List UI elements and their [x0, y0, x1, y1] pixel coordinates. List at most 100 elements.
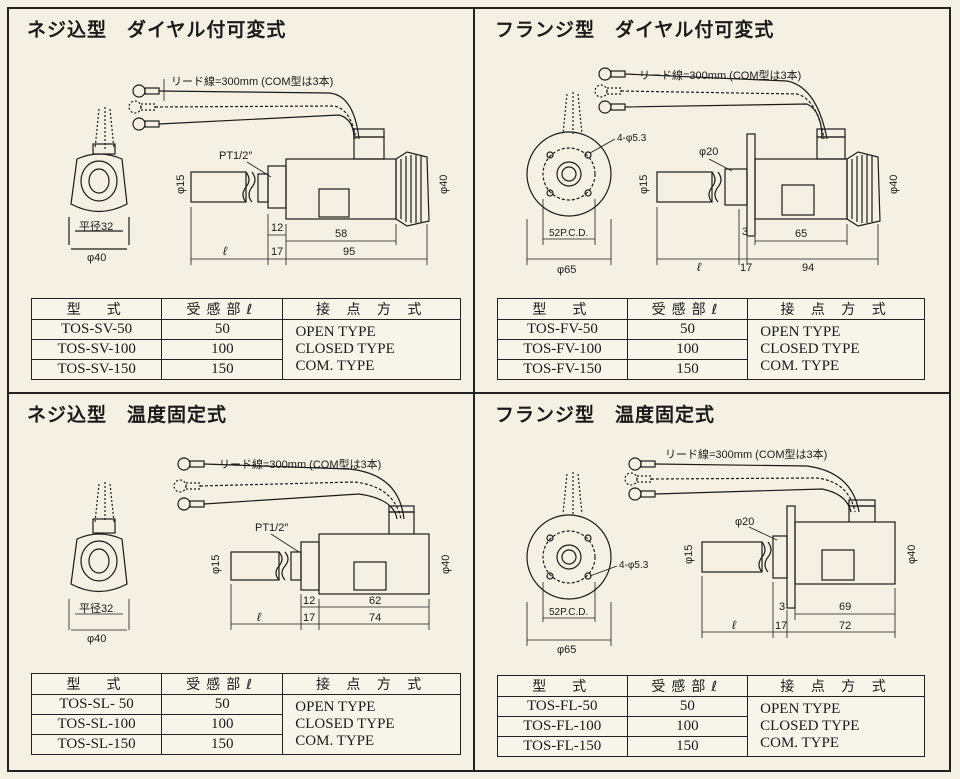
contact-closed: CLOSED TYPE — [760, 341, 860, 357]
model-cell: TOS-FL-50 — [497, 696, 628, 717]
model-cell: TOS-SV-50 — [30, 319, 163, 340]
dim-3: 3 — [742, 226, 748, 238]
dimension-lines — [701, 576, 896, 638]
contact-com: COM. TYPE — [760, 358, 840, 374]
length-cell: 150 — [626, 359, 749, 380]
dia15-label: φ15 — [175, 175, 187, 194]
panel-screw-fixed: ネジ込型 温度固定式 リード線=300mm (COM型は3本) 平径32 φ40 — [9, 394, 479, 779]
dimension-lines — [230, 584, 430, 630]
pcd-label: 52P.C.D. — [549, 228, 588, 239]
length-cell: 100 — [161, 339, 284, 360]
contact-open: OPEN TYPE — [760, 701, 841, 717]
dim-17: 17 — [775, 620, 787, 632]
dia20-label: φ20 — [699, 146, 718, 158]
dim-12: 12 — [271, 222, 283, 234]
contact-types: OPEN TYPE CLOSED TYPE COM. TYPE — [282, 694, 461, 755]
dim-65: 65 — [795, 228, 807, 240]
dia40b-label: φ40 — [87, 633, 106, 645]
dim-58: 58 — [335, 228, 347, 240]
dia65-label: φ65 — [557, 644, 576, 656]
contact-com: COM. TYPE — [295, 358, 375, 374]
length-cell: 50 — [626, 696, 749, 717]
dim-17: 17 — [303, 612, 315, 624]
contact-types: OPEN TYPE CLOSED TYPE COM. TYPE — [747, 319, 925, 380]
dia15-label: φ15 — [638, 175, 650, 194]
header-contact: 接 点 方 式 — [282, 673, 461, 695]
dia40-label: φ40 — [438, 175, 450, 194]
model-cell: TOS-FV-150 — [497, 359, 628, 380]
holes-label: 4-φ5.3 — [619, 560, 649, 571]
length-cell: 100 — [626, 716, 749, 737]
header-length: 受感部ℓ — [626, 298, 749, 320]
contact-open: OPEN TYPE — [295, 699, 376, 715]
dim-72: 72 — [839, 620, 851, 632]
lead-wires — [624, 457, 860, 513]
sensor-body — [190, 128, 430, 227]
drawing-screw-dial: リード線=300mm (COM型は3本) 平径32 φ40 PT1/ — [68, 74, 450, 265]
dia20-label: φ20 — [735, 516, 754, 528]
contact-closed: CLOSED TYPE — [760, 718, 860, 734]
length-cell: 150 — [626, 736, 749, 757]
across-flats-label: 平径32 — [79, 602, 113, 615]
dim-12: 12 — [303, 595, 315, 607]
dim-l: ℓ — [732, 618, 737, 632]
dim-69: 69 — [839, 601, 851, 613]
dim-74: 74 — [369, 612, 381, 624]
dim-l: ℓ — [697, 260, 702, 274]
model-cell: TOS-FL-150 — [497, 736, 628, 757]
holes-label: 4-φ5.3 — [617, 133, 647, 144]
sensor-body — [230, 505, 430, 595]
across-flats-label: 平径32 — [79, 220, 113, 233]
outer-frame — [7, 7, 951, 772]
dim-17: 17 — [271, 246, 283, 258]
header-contact: 接 点 方 式 — [282, 298, 461, 320]
model-cell: TOS-SL-150 — [30, 734, 163, 755]
length-cell: 50 — [161, 319, 284, 340]
lead-label: リード線=300mm (COM型は3本) — [219, 457, 381, 471]
dia40-label: φ40 — [888, 175, 900, 194]
dim-62: 62 — [369, 595, 381, 607]
header-model: 型 式 — [30, 298, 163, 320]
thread-label: PT1/2″ — [255, 522, 288, 534]
panel-flange-fixed: フランジ型 温度固定式 リード線=300mm (COM型は3本) 4-φ5.3 … — [477, 394, 947, 779]
pcd-label: 52P.C.D. — [549, 607, 588, 618]
length-cell: 100 — [161, 714, 284, 735]
model-cell: TOS-FV-100 — [497, 339, 628, 360]
panel-screw-dial: ネジ込型 ダイヤル付可変式 リード線=300mm (COM型は3本) 平径32 … — [9, 9, 479, 394]
dia65-label: φ65 — [557, 264, 576, 276]
model-cell: TOS-FL-100 — [497, 716, 628, 737]
sensor-body — [656, 128, 881, 237]
header-model: 型 式 — [497, 675, 628, 697]
length-cell: 150 — [161, 734, 284, 755]
flange-end-view — [526, 92, 616, 265]
dia40b-label: φ40 — [87, 252, 106, 264]
dimension-lines — [190, 207, 428, 265]
contact-closed: CLOSED TYPE — [295, 716, 395, 732]
header-contact: 接 点 方 式 — [747, 675, 925, 697]
header-model: 型 式 — [497, 298, 628, 320]
lead-wires — [128, 79, 360, 140]
length-cell: 50 — [161, 694, 284, 715]
model-cell: TOS-SL- 50 — [30, 694, 163, 715]
model-cell: TOS-FV-50 — [497, 319, 628, 340]
lead-label: リード線=300mm (COM型は3本) — [665, 447, 827, 461]
model-cell: TOS-SV-150 — [30, 359, 163, 380]
contact-closed: CLOSED TYPE — [295, 341, 395, 357]
panel-flange-dial: フランジ型 ダイヤル付可変式 リード線=300mm (COM型は3本) 4-φ5… — [477, 9, 947, 394]
sensor-body — [701, 499, 896, 609]
dia15-label: φ15 — [683, 545, 695, 564]
contact-types: OPEN TYPE CLOSED TYPE COM. TYPE — [282, 319, 461, 380]
dim-3: 3 — [779, 601, 785, 613]
hex-end-view — [68, 482, 130, 631]
model-cell: TOS-SV-100 — [30, 339, 163, 360]
drawing-flange-fixed: リード線=300mm (COM型は3本) 4-φ5.3 52P.C.D. φ65 — [526, 447, 918, 656]
lead-wires — [594, 67, 828, 140]
dim-l: ℓ — [223, 244, 228, 258]
contact-open: OPEN TYPE — [295, 324, 376, 340]
length-cell: 50 — [626, 319, 749, 340]
dia15-label: φ15 — [210, 555, 222, 574]
vertical-divider — [473, 7, 475, 772]
drawing-screw-fixed: リード線=300mm (COM型は3本) 平径32 φ40 PT1/2″ φ15… — [68, 457, 452, 645]
